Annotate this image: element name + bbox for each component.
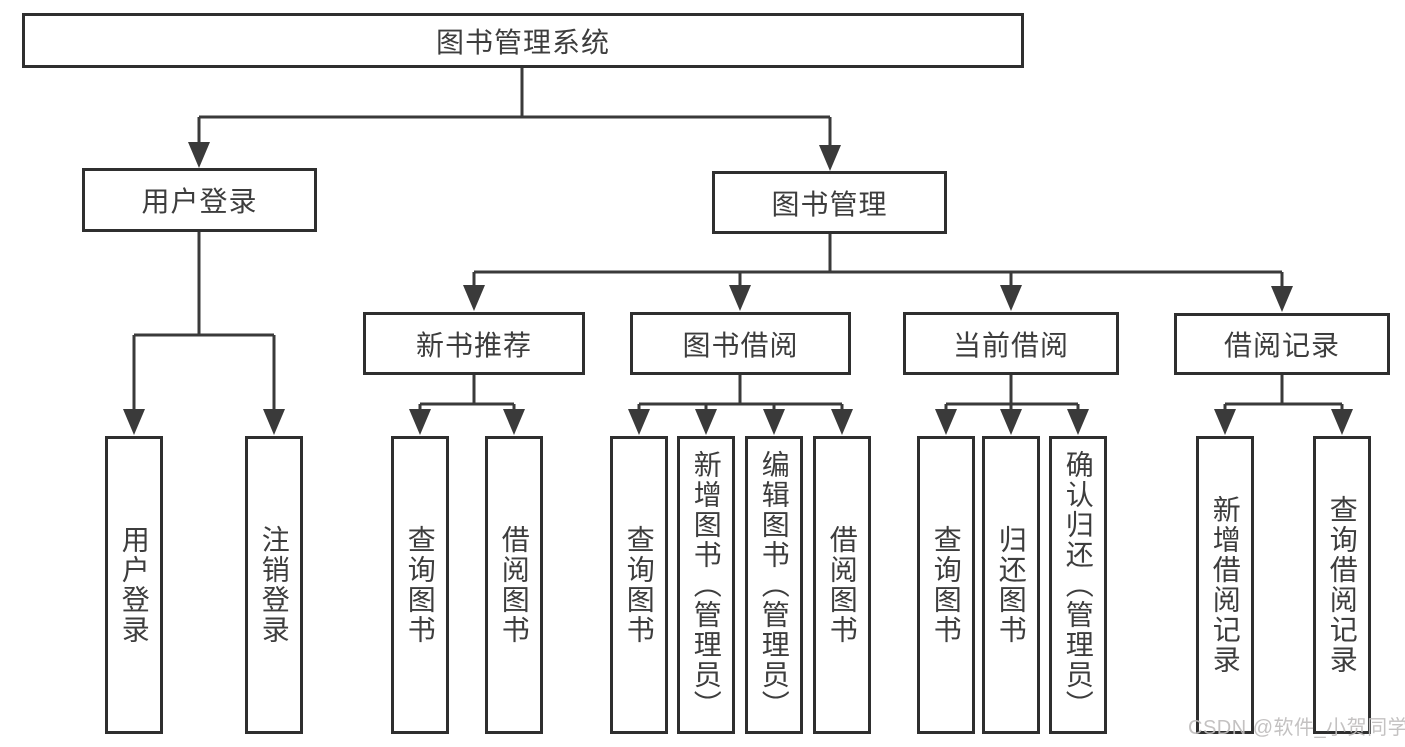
leaf-edit-book-admin: 编辑图书（管理员） bbox=[745, 436, 803, 734]
connector-line bbox=[197, 68, 832, 146]
leaf-add-borrow-record: 新增借阅记录 bbox=[1196, 436, 1254, 734]
leaf-query-borrow-record: 查询借阅记录 bbox=[1313, 436, 1371, 734]
connector-line bbox=[1223, 375, 1344, 410]
arrowhead-down bbox=[729, 285, 751, 311]
leaf-confirm-return-admin: 确认归还（管理员） bbox=[1049, 436, 1107, 734]
leaf-borrow-books: 借阅图书 bbox=[813, 436, 871, 734]
leaf-label: 查询图书 bbox=[930, 525, 962, 645]
node-label: 图书管理 bbox=[771, 188, 888, 220]
csdn-watermark: CSDN @软件_小贺同学 bbox=[1188, 717, 1405, 739]
connector-line bbox=[637, 375, 844, 410]
arrowhead-down bbox=[695, 409, 717, 435]
arrowhead-down bbox=[763, 409, 785, 435]
connector-current-borrow-children bbox=[935, 375, 1089, 435]
leaf-user-login: 用户登录 bbox=[105, 436, 163, 734]
leaf-label: 确认归还（管理员） bbox=[1062, 450, 1094, 720]
leaf-query-books-borrow: 查询图书 bbox=[610, 436, 668, 734]
connector-new-book-children bbox=[409, 375, 525, 435]
connector-user-login-children bbox=[123, 232, 285, 435]
connector-line bbox=[418, 375, 516, 410]
connector-borrow-records-children bbox=[1214, 375, 1353, 435]
node-user-login: 用户登录 bbox=[82, 168, 317, 232]
node-label: 新书推荐 bbox=[415, 329, 532, 361]
leaf-label: 新增图书（管理员） bbox=[690, 450, 722, 720]
leaf-label: 查询图书 bbox=[623, 525, 655, 645]
node-label: 图书管理系统 bbox=[435, 26, 610, 58]
node-new-book-recommend: 新书推荐 bbox=[363, 312, 585, 375]
leaf-label: 借阅图书 bbox=[498, 525, 530, 645]
leaf-label: 查询借阅记录 bbox=[1326, 495, 1358, 675]
node-label: 借阅记录 bbox=[1223, 330, 1340, 361]
arrowhead-down bbox=[628, 409, 650, 435]
node-borrow-records: 借阅记录 bbox=[1174, 313, 1390, 375]
leaf-logout: 注销登录 bbox=[245, 436, 303, 734]
leaf-label: 新增借阅记录 bbox=[1209, 495, 1241, 675]
leaf-query-books-recommend: 查询图书 bbox=[391, 436, 449, 734]
arrowhead-down bbox=[503, 409, 525, 435]
node-book-borrow: 图书借阅 bbox=[630, 312, 851, 375]
leaf-borrow-books-recommend: 借阅图书 bbox=[485, 436, 543, 734]
leaf-label: 借阅图书 bbox=[826, 525, 858, 645]
leaf-query-books-current: 查询图书 bbox=[917, 436, 975, 734]
arrowhead-down bbox=[1000, 285, 1022, 311]
connector-root-to-level2 bbox=[188, 68, 841, 171]
arrowhead-down bbox=[1331, 409, 1353, 435]
connector-book-borrow-children bbox=[628, 375, 853, 435]
connector-line bbox=[472, 234, 1284, 288]
connector-book-management-children bbox=[463, 234, 1293, 312]
leaf-label: 编辑图书（管理员） bbox=[758, 450, 790, 720]
arrowhead-down bbox=[1271, 286, 1293, 312]
node-label: 当前借阅 bbox=[952, 329, 1069, 361]
arrowhead-down bbox=[463, 285, 485, 311]
arrowhead-down bbox=[409, 409, 431, 435]
arrowhead-down bbox=[1214, 409, 1236, 435]
arrowhead-down bbox=[935, 409, 957, 435]
node-label: 用户登录 bbox=[141, 186, 258, 217]
leaf-return-book: 归还图书 bbox=[982, 436, 1040, 734]
arrowhead-down bbox=[1067, 409, 1089, 435]
arrowhead-down bbox=[263, 409, 285, 435]
node-library-system: 图书管理系统 bbox=[22, 13, 1024, 68]
node-book-management: 图书管理 bbox=[712, 171, 947, 234]
leaf-label: 查询图书 bbox=[404, 525, 436, 645]
node-label: 图书借阅 bbox=[682, 329, 799, 361]
arrowhead-down bbox=[831, 409, 853, 435]
connector-line bbox=[944, 375, 1080, 410]
arrowhead-down bbox=[1000, 409, 1022, 435]
leaf-add-book-admin: 新增图书（管理员） bbox=[677, 436, 735, 734]
leaf-label: 用户登录 bbox=[118, 525, 150, 645]
connector-line bbox=[132, 232, 276, 411]
arrowhead-down bbox=[819, 145, 841, 171]
leaf-label: 注销登录 bbox=[258, 525, 290, 645]
node-current-borrow: 当前借阅 bbox=[903, 312, 1119, 375]
leaf-label: 归还图书 bbox=[995, 525, 1027, 645]
arrowhead-down bbox=[123, 409, 145, 435]
arrowhead-down bbox=[188, 142, 210, 168]
